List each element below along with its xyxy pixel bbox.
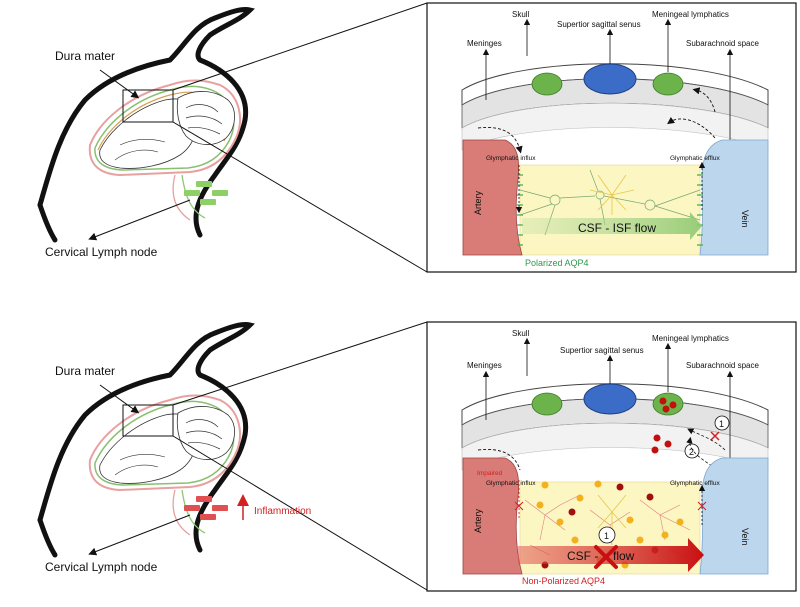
bottom-dura-arrow (99, 384, 140, 414)
bottom-lymph-arrow (88, 514, 191, 556)
bottom-lymph-node (184, 496, 228, 520)
bottom-aqp4-label: Non-Polarized AQP4 (522, 576, 605, 586)
top-sas-label: Subarachnoid space (686, 39, 759, 48)
bottom-sss-label: Supertior sagittal senus (560, 346, 644, 355)
top-efflux-label: Glymphatic efflux (670, 155, 720, 162)
bottom-yellow-astro (597, 494, 627, 530)
bottom-influx-curve (477, 449, 521, 471)
bottom-inflammation-label: Inflammation (254, 506, 311, 517)
top-lymph-arrow (88, 199, 191, 241)
top-aqp4-label: Polarized AQP4 (525, 258, 589, 268)
bottom-step2-label: 2 (689, 447, 694, 457)
bottom-lymph-label: Cervical Lymph node (45, 560, 158, 574)
bottom-block-x-small (710, 431, 720, 441)
top-efflux-curve-2 (692, 87, 716, 113)
bottom-vein (699, 457, 769, 575)
top-ml-label: Meningeal lymphatics (652, 10, 729, 19)
top-lymph-node (184, 181, 228, 205)
top-skull-label: Skull (512, 10, 530, 19)
top-efflux-curve (667, 116, 716, 139)
bottom-red-cells-migrating (651, 434, 672, 454)
bottom-flow-right-label: flow (613, 549, 635, 563)
bottom-skull-label: Skull (512, 329, 530, 338)
bottom-zoom-line-upper (172, 321, 428, 406)
bottom-lymph-vessel-left (531, 392, 563, 416)
top-flow-label: CSF - ISF flow (578, 221, 656, 235)
bottom-step1b-marker (598, 526, 616, 544)
top-meninges-label: Meninges (467, 39, 502, 48)
bottom-head-sketch (37, 322, 255, 558)
bottom-step1-curve (687, 428, 726, 451)
bottom-sas-label: Subarachnoid space (686, 361, 759, 370)
top-artery (462, 139, 523, 256)
bottom-ml-label: Meningeal lymphatics (652, 334, 729, 343)
top-zoom-line-lower (172, 121, 428, 273)
bottom-flow-block-x (594, 545, 618, 569)
bottom-flow-arrow (518, 538, 704, 572)
bottom-zoom-line-lower (172, 435, 428, 591)
bottom-meninges-label: Meninges (467, 361, 502, 370)
bottom-step2-marker (684, 443, 700, 459)
bottom-sss (583, 383, 637, 415)
bottom-flow-left-label: CSF - (567, 549, 598, 563)
bottom-artery-label: Artery (473, 508, 483, 533)
bottom-vein-label: Vein (740, 528, 750, 546)
bottom-zoom-box (122, 404, 174, 437)
bottom-dura-label: Dura mater (55, 364, 115, 378)
top-lymph-vessel-left (531, 72, 563, 96)
bottom-efflux-x (697, 501, 707, 511)
top-parenchyma (519, 164, 701, 256)
top-lymph-vessel-right (652, 72, 684, 96)
top-sss (583, 63, 637, 95)
bottom-artery (462, 457, 523, 575)
bottom-step1-marker (714, 415, 730, 431)
bottom-lymph-vessel-right (652, 392, 684, 416)
top-lymph-label: Cervical Lymph node (45, 245, 158, 259)
bottom-red-cells-in-lymph (659, 397, 677, 413)
top-head-sketch (37, 7, 255, 243)
top-influx-curve (477, 127, 523, 154)
top-vein-label: Vein (740, 210, 750, 228)
bottom-step1b-label: 1 (604, 531, 609, 541)
top-aqp4-left (517, 174, 523, 246)
top-zoom-box (122, 89, 174, 123)
bottom-efflux-label: Glymphatic efflux (670, 480, 720, 487)
top-artery-label: Artery (473, 190, 483, 215)
top-flow-arrow (522, 212, 702, 240)
top-dura-label: Dura mater (55, 49, 115, 63)
bottom-impaired-label: Impaired (477, 470, 503, 477)
bottom-step2-curve (686, 436, 713, 467)
bottom-step1-label: 1 (719, 419, 724, 429)
top-sss-label: Supertior sagittal senus (557, 20, 641, 29)
top-influx-label: Glymphatic influx (486, 155, 536, 162)
top-dura-arrow (99, 69, 140, 99)
top-yellow-astro (589, 174, 635, 215)
bottom-influx-x (514, 501, 524, 511)
bottom-influx-label: Glymphatic influx (486, 480, 536, 487)
top-zoom-line-upper (172, 2, 428, 91)
